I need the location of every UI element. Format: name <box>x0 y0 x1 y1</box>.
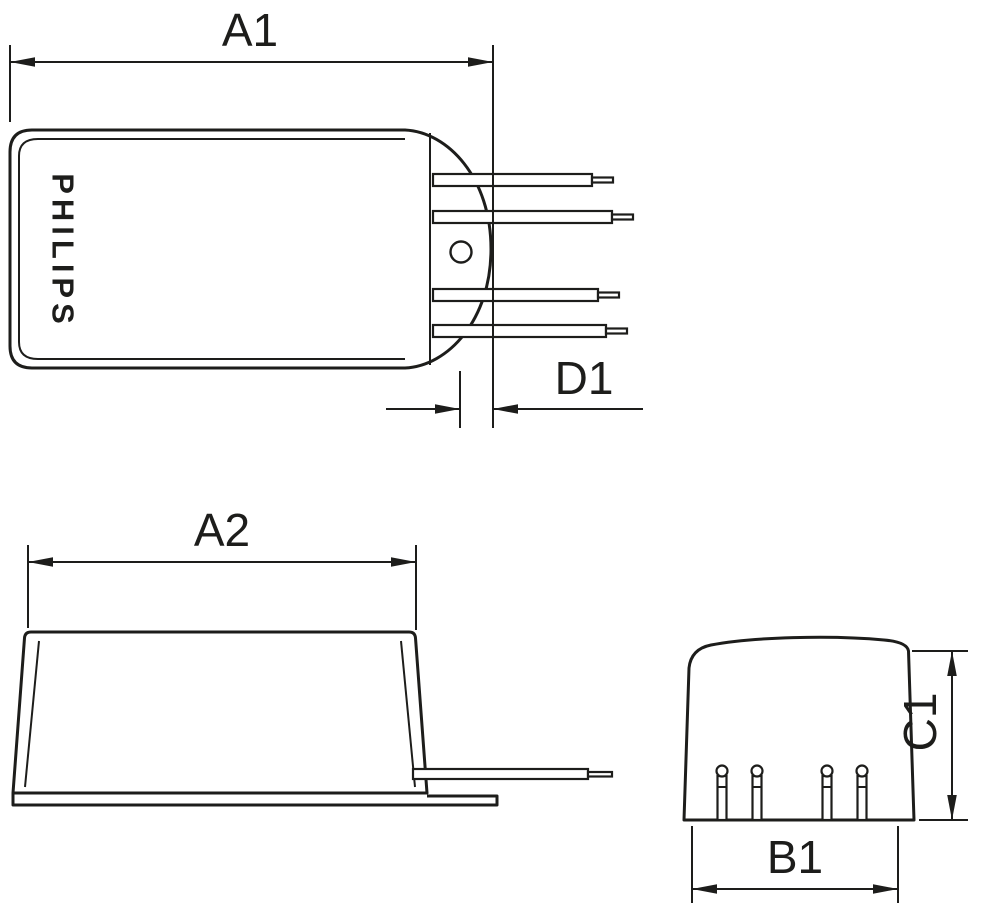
b1-label: B1 <box>767 831 823 883</box>
pin-head <box>820 764 834 778</box>
a1-arrowhead-right <box>468 57 493 67</box>
pin-shaft <box>751 774 763 822</box>
a1-label: A1 <box>222 4 278 56</box>
side-inner-edge-right <box>400 640 416 788</box>
pin-head <box>750 764 764 778</box>
pin-head <box>715 764 729 778</box>
terminal-pin-4 <box>855 764 869 822</box>
philips-logo: PHILIPS <box>46 173 81 329</box>
wire-tip <box>596 291 621 299</box>
wire-body <box>431 323 608 339</box>
d1-arrowhead-right <box>493 404 518 414</box>
dimension-b1: B1 <box>691 826 899 903</box>
b1-arrowhead-right <box>873 884 898 894</box>
side-body-outline <box>11 630 429 795</box>
a2-arrowhead-left <box>28 557 53 567</box>
dimension-a1: A1 <box>9 4 494 428</box>
a2-label: A2 <box>194 504 250 556</box>
ballast-body-outline <box>8 128 493 370</box>
d1-arrowhead-left <box>435 404 460 414</box>
pin-shaft <box>856 774 868 822</box>
side-inner-edge-left <box>24 640 40 788</box>
b1-arrowhead-left <box>692 884 717 894</box>
c1-arrowhead-top <box>947 651 957 676</box>
c1-arrowhead-bottom <box>947 795 957 820</box>
side-lead-wire <box>411 767 614 781</box>
dimension-a2: A2 <box>27 504 417 630</box>
wire-body <box>431 287 600 303</box>
wire-tip <box>610 213 635 221</box>
terminal-pin-3 <box>820 764 834 822</box>
dimension-c1: C1 <box>894 650 968 821</box>
pin-shaft <box>821 774 833 822</box>
wire-body <box>411 767 590 781</box>
top-view: PHILIPS <box>8 128 635 370</box>
base-plate-flange <box>11 793 499 807</box>
lead-wire-2 <box>431 209 635 225</box>
lead-wire-4 <box>431 323 629 339</box>
a1-arrowhead-left <box>10 57 35 67</box>
dimension-d1: D1 <box>386 352 643 428</box>
wire-tip <box>586 770 614 778</box>
wire-body <box>431 172 594 188</box>
end-view <box>682 635 916 822</box>
a2-arrowhead-right <box>391 557 416 567</box>
d1-label: D1 <box>555 352 614 404</box>
pin-shaft <box>716 774 728 822</box>
wire-tip <box>604 327 629 335</box>
mounting-hole <box>449 240 473 264</box>
ballast-body-inner-edge <box>18 138 405 360</box>
wire-body <box>431 209 614 225</box>
side-view <box>11 630 614 807</box>
lead-wire-3 <box>431 287 621 303</box>
pin-head <box>855 764 869 778</box>
c1-label: C1 <box>894 693 946 752</box>
wire-tip <box>590 176 615 184</box>
terminal-pin-1 <box>715 764 729 822</box>
terminal-pin-2 <box>750 764 764 822</box>
lead-wire-1 <box>431 172 615 188</box>
